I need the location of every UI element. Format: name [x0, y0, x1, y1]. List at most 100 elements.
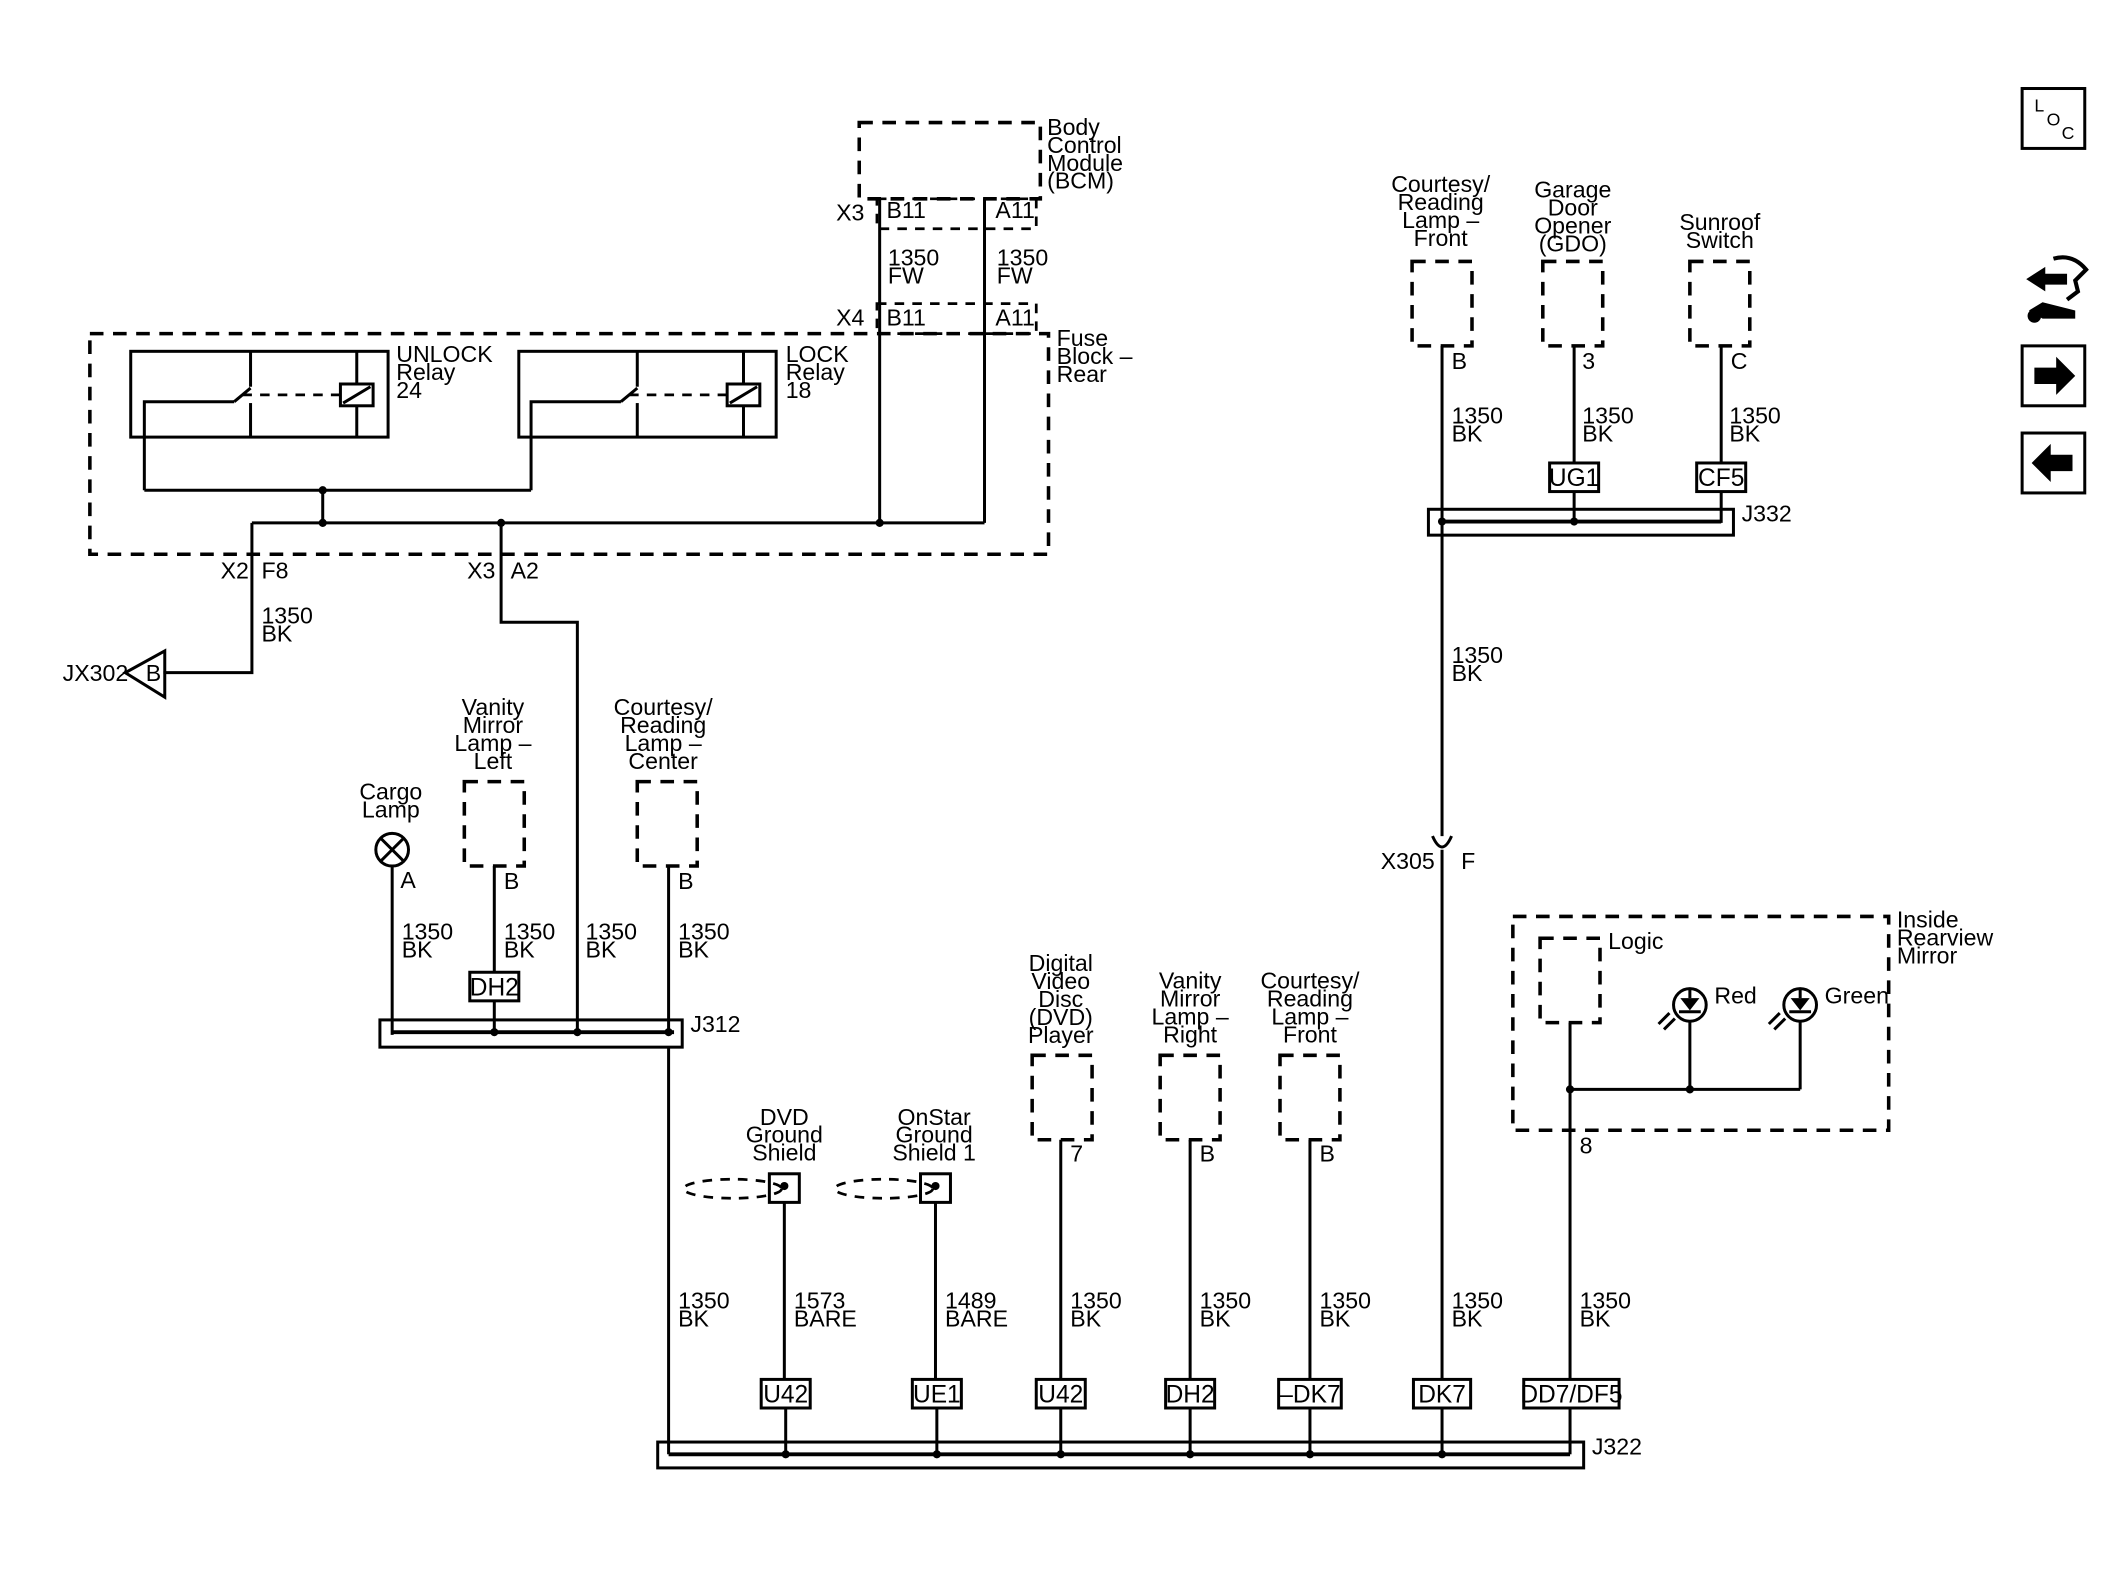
text-line: Lamp – [1152, 1004, 1229, 1030]
dvd-player-pin: 7 [1070, 1141, 1083, 1167]
bcm-x4-a11-pin: A11 [995, 304, 1034, 330]
previous-arrow-icon[interactable] [2020, 431, 2087, 495]
text-line: Mirror [463, 712, 524, 738]
j312-splice[interactable]: J312 [378, 1011, 741, 1049]
badge-dk7[interactable]: DK7 [1411, 1377, 1473, 1410]
text-line: 1350 [678, 1288, 729, 1314]
text-line: Disc [1038, 986, 1083, 1012]
courtesy-center-pin: B [678, 868, 693, 894]
badge-dh2-bottom[interactable]: DH2 [1164, 1377, 1217, 1410]
j322-label: J322 [1592, 1433, 1642, 1459]
text-line: 1489 [945, 1288, 996, 1314]
a2-pin: A2 [511, 558, 539, 584]
badge-cf5[interactable]: CF5 [1695, 461, 1748, 494]
badge-u42-b[interactable]: U42 [1034, 1377, 1087, 1410]
text-line: FW [888, 263, 924, 289]
text-line: Reading [1398, 189, 1484, 215]
text-line: FW [997, 263, 1033, 289]
text-line: Module [1047, 150, 1123, 176]
text-line: Left [474, 748, 513, 774]
j332-splice[interactable]: J332 [1426, 501, 1792, 537]
svg-text:CF5: CF5 [1698, 465, 1744, 492]
text-line: Right [1163, 1022, 1218, 1048]
text-line: BARE [945, 1306, 1008, 1332]
text-line: 1350 [888, 245, 939, 271]
text-line: BK [1582, 420, 1613, 446]
text-line: Reading [1267, 986, 1353, 1012]
text-line: 1350 [504, 919, 555, 945]
bcm-x4-label: X4 [836, 304, 864, 330]
vanity-left-pin: B [504, 868, 519, 894]
text-line: 1350 [1319, 1288, 1370, 1314]
text-line: BK [261, 621, 292, 647]
jx302-connector[interactable]: B JX302 [63, 648, 167, 700]
bcm-a11-pin: A11 [995, 197, 1034, 223]
jx302-pin: B [146, 660, 161, 686]
text-line: Digital [1029, 950, 1093, 976]
next-arrow-icon[interactable] [2020, 344, 2087, 408]
bcm-x4-b11-pin: B11 [886, 304, 925, 330]
j322-splice[interactable]: J322 [656, 1433, 1642, 1470]
text-line: Ground [746, 1122, 823, 1148]
x305-pin: F [1461, 848, 1475, 874]
j312-label: J312 [690, 1011, 740, 1037]
text-line: BARE [794, 1306, 857, 1332]
text-line: Mirror [1160, 986, 1221, 1012]
badge-ue1[interactable]: UE1 [910, 1377, 963, 1410]
svg-text:–DK7: –DK7 [1279, 1382, 1340, 1409]
text-line: Ground [896, 1122, 973, 1148]
sunroof-pin: C [1731, 348, 1748, 374]
text-line: BK [1729, 420, 1760, 446]
text-line: Courtesy/ [614, 694, 714, 720]
text-line: UNLOCK [396, 341, 493, 367]
lock-relay [517, 349, 778, 439]
locator-icon[interactable]: L O C [2020, 87, 2087, 150]
text-line: Rearview [1897, 924, 1994, 950]
text-line: 1350 [997, 245, 1048, 271]
text-line: 18 [786, 377, 812, 403]
text-line: BK [1452, 660, 1483, 686]
badge-neg-dk7[interactable]: –DK7 [1277, 1377, 1343, 1410]
badge-u42-a[interactable]: U42 [759, 1377, 812, 1410]
x305-inline-connector[interactable]: X305 F [1381, 835, 1475, 874]
text-line: Center [628, 748, 698, 774]
text-line: Relay [396, 359, 456, 385]
text-line: 1350 [678, 919, 729, 945]
red-label: Red [1714, 983, 1756, 1009]
text-line: Sunroof [1679, 209, 1761, 235]
connector-tool-icon[interactable] [2026, 255, 2089, 323]
text-line: Reading [620, 712, 706, 738]
text-line: Front [1414, 225, 1469, 251]
svg-text:U42: U42 [763, 1382, 808, 1409]
text-line: Vanity [1159, 968, 1222, 994]
text-line: Video [1031, 968, 1090, 994]
logic-label: Logic [1608, 928, 1663, 954]
text-line: DVD [760, 1104, 809, 1130]
svg-text:UG1: UG1 [1549, 465, 1599, 492]
badge-dh2-top[interactable]: DH2 [468, 970, 521, 1003]
text-line: 1350 [1452, 642, 1503, 668]
gdo-pin: 3 [1582, 348, 1595, 374]
j332-label: J332 [1742, 501, 1792, 527]
badge-ug1[interactable]: UG1 [1548, 461, 1601, 494]
text-line: 1350 [1580, 1288, 1631, 1314]
badge-dd7-df5[interactable]: DD7/DF5 [1520, 1377, 1622, 1410]
